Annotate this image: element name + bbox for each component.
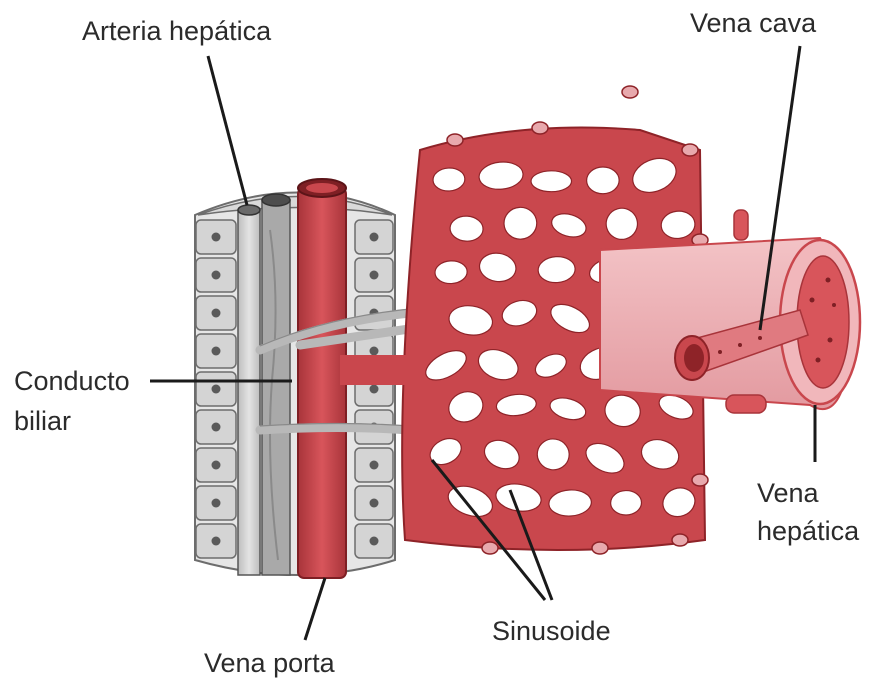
conducto-biliar-vessel	[262, 194, 290, 575]
hepatocyte-right-nucleus	[370, 233, 379, 242]
leader-vena-porta	[305, 578, 325, 640]
label-conducto: Conducto	[14, 364, 130, 398]
portal-to-sinusoid-link	[340, 355, 420, 385]
hepatocyte-right-nucleus	[370, 537, 379, 546]
label-vena-hepatica-line2: hepática	[757, 514, 859, 548]
vessel-stub	[692, 474, 708, 486]
hepatocyte-left-nucleus	[212, 233, 221, 242]
vessel-stub	[682, 144, 698, 156]
hepatocyte-left-nucleus	[212, 499, 221, 508]
hepatocyte-left-nucleus	[212, 423, 221, 432]
hepatocyte-left-nucleus	[212, 385, 221, 394]
sinusoid-space	[531, 171, 572, 192]
arteria-hepatica-vessel	[238, 205, 260, 575]
hepatocyte-right-nucleus	[370, 271, 379, 280]
hepatocyte-left-nucleus	[212, 271, 221, 280]
label-vena-porta: Vena porta	[204, 646, 335, 680]
sinusoid-space	[610, 490, 642, 515]
hepatocyte-left-nucleus	[212, 461, 221, 470]
hepatocyte-cells-left	[196, 220, 236, 558]
label-vena-hepatica-line1: Vena	[757, 476, 819, 510]
hepatocyte-right-nucleus	[370, 347, 379, 356]
hepatocyte-left-nucleus	[212, 537, 221, 546]
vessel-stub	[532, 122, 548, 134]
leader-arteria	[208, 56, 247, 205]
hepatocyte-right-nucleus	[370, 385, 379, 394]
vessel-stub	[672, 534, 688, 546]
vena-porta-vessel	[298, 179, 346, 578]
sinusoid-space	[586, 167, 619, 194]
label-vena-cava: Vena cava	[690, 6, 816, 40]
hepatocyte-right-nucleus	[370, 461, 379, 470]
hepatocyte-cells-right	[355, 220, 393, 558]
hepatocyte-right-nucleus	[370, 499, 379, 508]
label-sinusoide: Sinusoide	[492, 614, 611, 648]
label-biliar: biliar	[14, 404, 71, 438]
label-arteria-hepatica: Arteria hepática	[82, 14, 271, 48]
vessel-stub	[592, 542, 608, 554]
vessel-stub	[447, 134, 463, 146]
vessel-stub	[482, 542, 498, 554]
hepatocyte-left-nucleus	[212, 347, 221, 356]
hepatocyte-left-nucleus	[212, 309, 221, 318]
vessel-stub	[622, 86, 638, 98]
